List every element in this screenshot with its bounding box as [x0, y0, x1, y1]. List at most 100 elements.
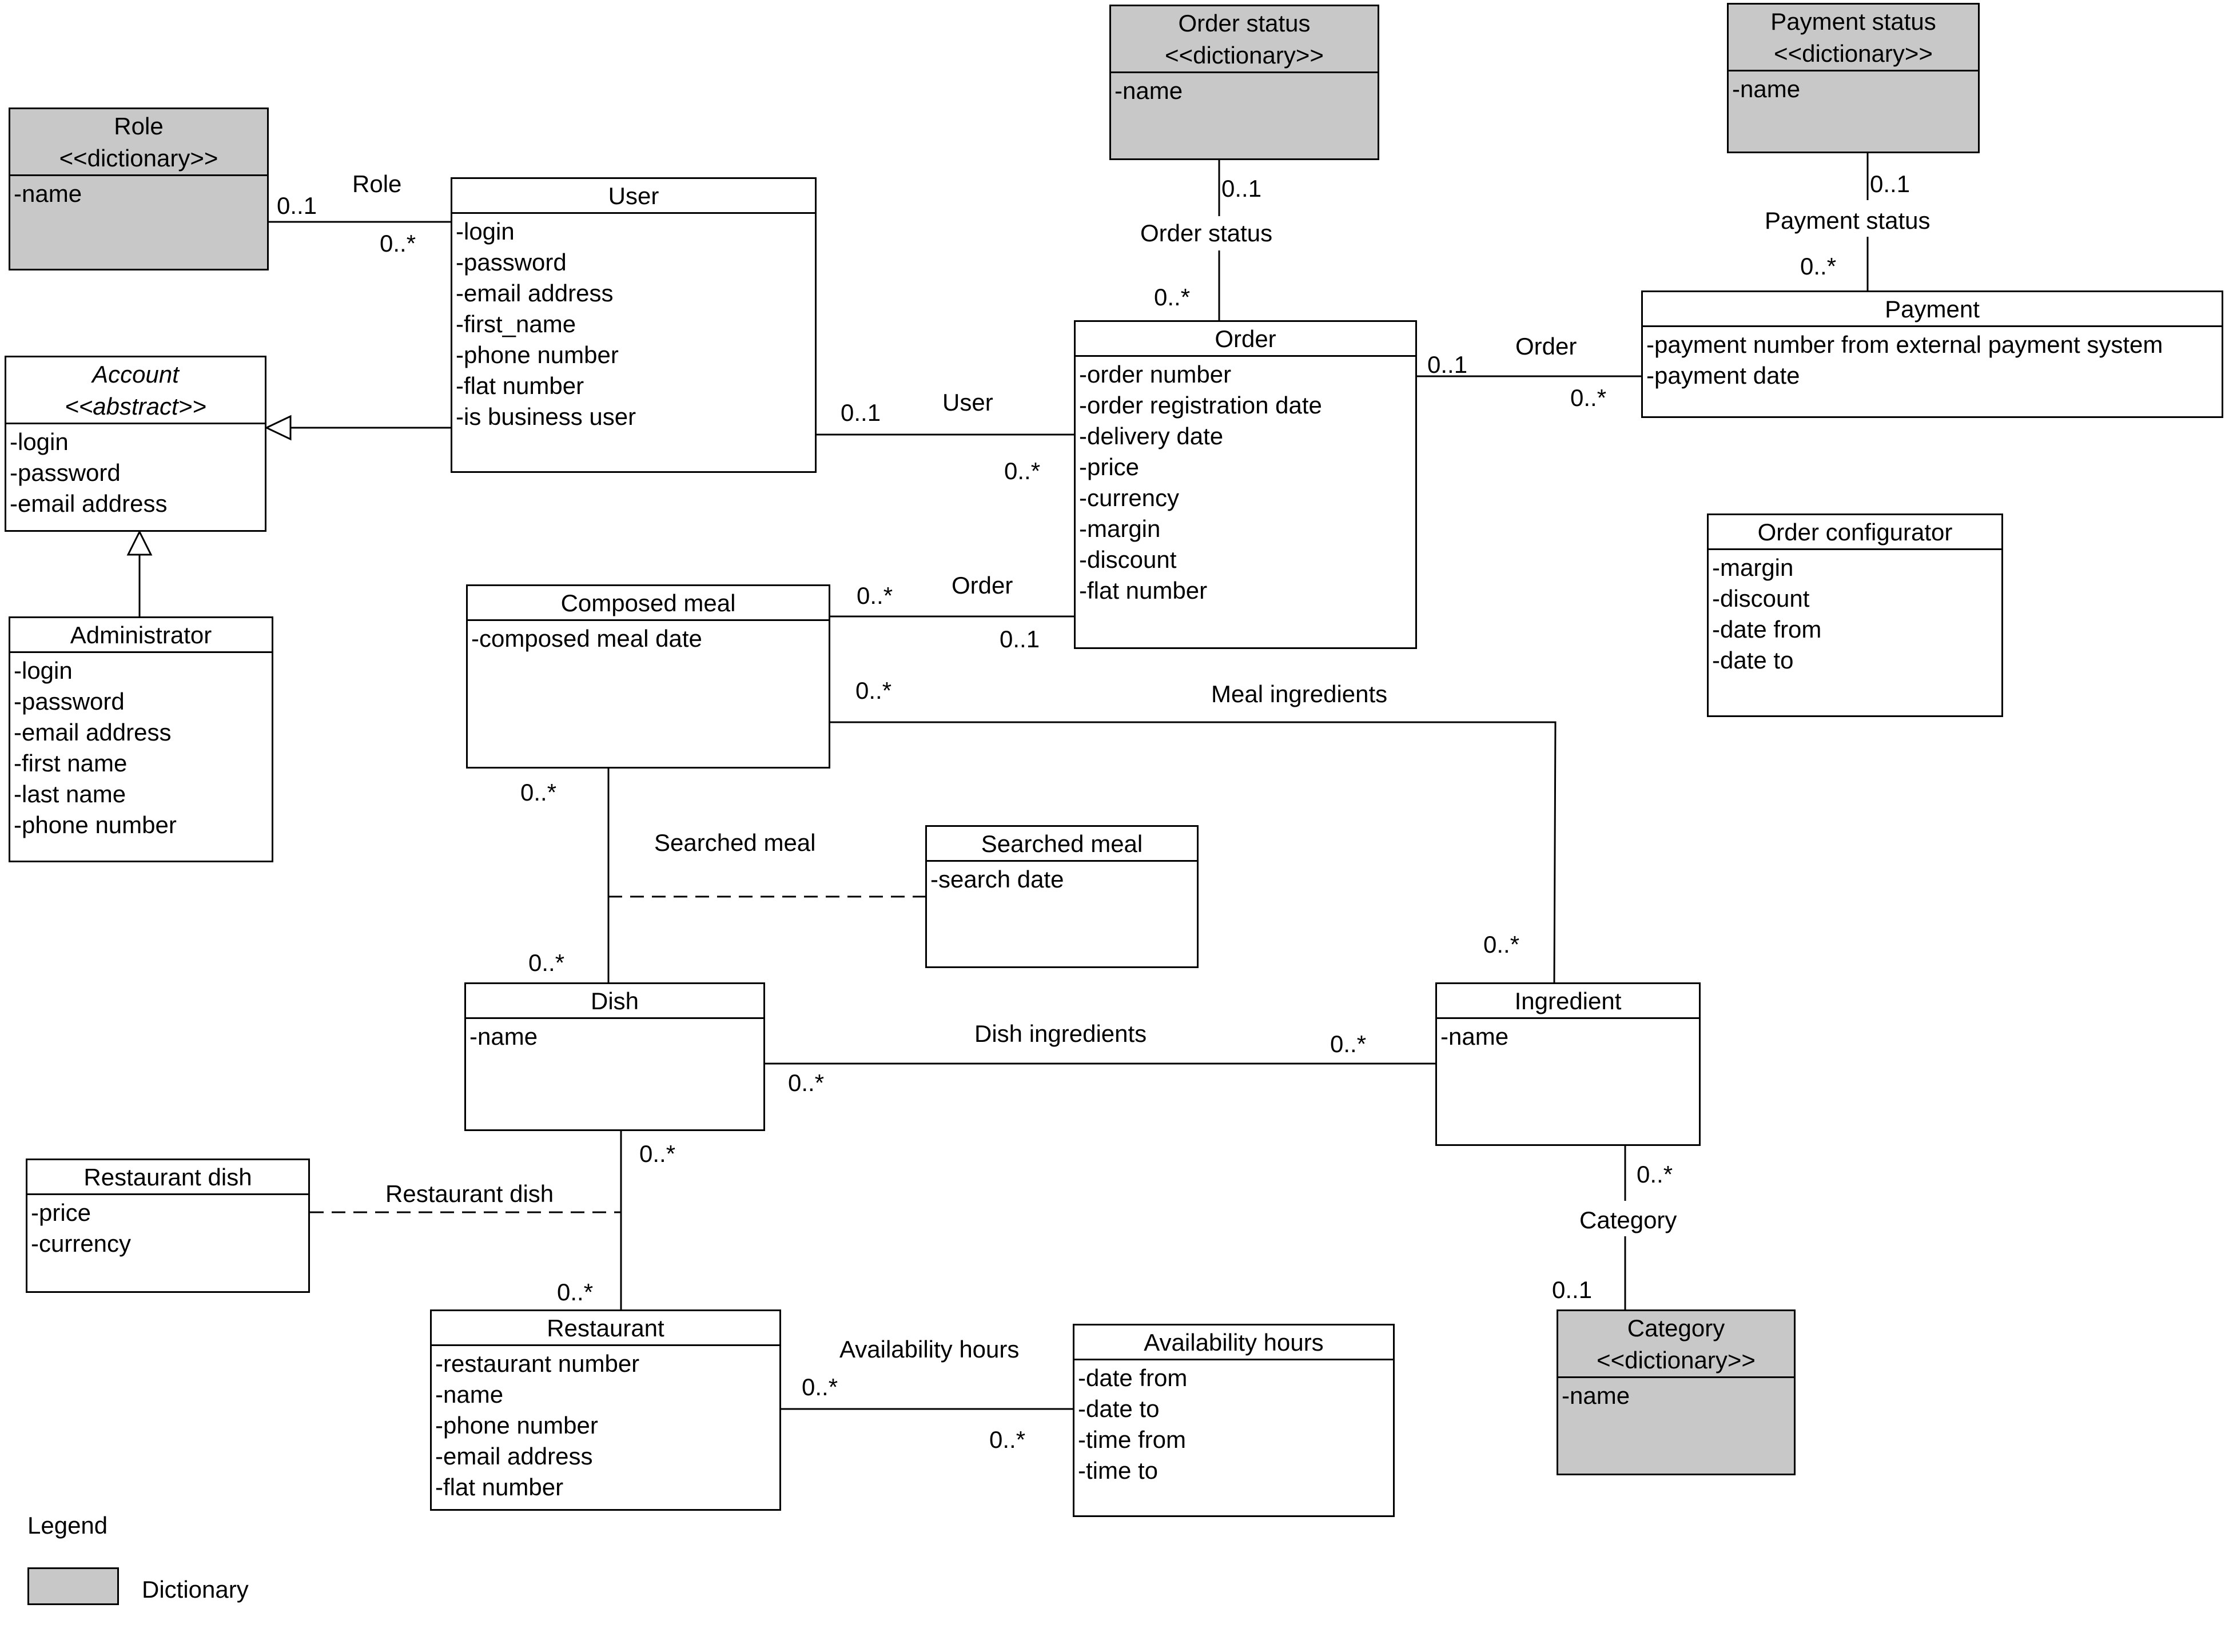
attribute: -first_name: [456, 311, 576, 337]
class-name: Composed meal: [560, 590, 736, 616]
stereotype: <<abstract>>: [65, 393, 206, 420]
attribute: -email address: [14, 719, 172, 746]
class-name: Administrator: [70, 622, 212, 648]
class-dish: Dish -name: [464, 982, 765, 1131]
attribute: -email address: [456, 280, 614, 306]
attribute: -currency: [1079, 484, 1180, 511]
attribute: -login: [10, 428, 69, 455]
multiplicity-meal-order-order: 0..1: [1000, 626, 1040, 652]
attribute: -name: [1115, 77, 1183, 104]
attribute: -email address: [10, 490, 168, 517]
attribute: -password: [456, 249, 567, 276]
attribute: -password: [14, 688, 125, 715]
class-name: Searched meal: [981, 830, 1143, 857]
class-name: Availability hours: [1144, 1329, 1324, 1356]
attribute: -delivery date: [1079, 423, 1224, 449]
attribute: -price: [1079, 453, 1140, 480]
class-name: Payment status: [1770, 8, 1936, 35]
attribute: -name: [1562, 1382, 1630, 1409]
multiplicity-user-order-order: 0..*: [1004, 457, 1041, 484]
class-order-configurator: Order configurator -margin -discount -da…: [1707, 513, 2003, 717]
class-name: User: [608, 182, 659, 209]
assoc-label-meal-ingredients: Meal ingredients: [1211, 680, 1388, 707]
attribute: -flat number: [456, 372, 584, 399]
line-meal-ingredients: [830, 721, 1557, 983]
attribute: -flat number: [435, 1474, 564, 1500]
attribute: -phone number: [14, 811, 177, 838]
attribute: -order number: [1079, 361, 1232, 388]
class-user: User -login -password -email address -fi…: [451, 177, 817, 473]
class-order-status: Order status <<dictionary>> -name: [1109, 5, 1379, 160]
attribute: -search date: [930, 866, 1064, 893]
attribute: -time to: [1078, 1457, 1159, 1484]
class-payment: Payment -payment number from external pa…: [1641, 290, 2223, 418]
attribute: -name: [14, 180, 82, 207]
assoc-label-restaurant-dish: Restaurant dish: [385, 1180, 554, 1207]
multiplicity-meal-ingredients-ingredient: 0..*: [1483, 931, 1520, 958]
class-name: Order: [1215, 325, 1276, 352]
multiplicity-orderstatus-status: 0..1: [1221, 175, 1262, 202]
legend-dictionary-label: Dictionary: [142, 1576, 249, 1603]
attribute: -date from: [1078, 1364, 1188, 1391]
attribute-list: -login -password -email address -first n…: [10, 653, 272, 841]
assoc-label-dish-ingredients: Dish ingredients: [974, 1020, 1147, 1047]
attribute-list: -name: [466, 1019, 763, 1052]
multiplicity-dish-ingredients-dish: 0..*: [788, 1069, 825, 1096]
attribute-list: -restaurant number -name -phone number -…: [432, 1346, 779, 1503]
multiplicity-paymentstatus-payment: 0..*: [1800, 253, 1837, 280]
stereotype: <<dictionary>>: [59, 145, 218, 172]
attribute: -is business user: [456, 403, 636, 430]
assoc-label-searched-meal: Searched meal: [654, 829, 816, 856]
attribute: -password: [10, 459, 121, 486]
attribute: -login: [14, 657, 73, 684]
assoc-label-user: User: [942, 389, 993, 416]
attribute: -phone number: [456, 341, 619, 368]
attribute-list: -login -password -email address -first_n…: [452, 214, 815, 432]
class-name: Payment: [1885, 296, 1980, 323]
attribute: -email address: [435, 1443, 593, 1470]
attribute: -payment date: [1646, 362, 1800, 389]
assoc-label-order-payment: Order: [1515, 333, 1577, 360]
class-restaurant: Restaurant -restaurant number -name -pho…: [430, 1309, 781, 1511]
multiplicity-role-end: 0..1: [277, 192, 317, 219]
class-account: Account <<abstract>> -login -password -em…: [5, 356, 266, 532]
generalization-arrow-user-account: [264, 415, 292, 441]
attribute: -name: [1440, 1023, 1509, 1050]
multiplicity-order-payment-payment: 0..*: [1570, 384, 1607, 411]
multiplicity-meal-ingredients-meal: 0..*: [855, 677, 892, 704]
class-restaurant-dish: Restaurant dish -price -currency: [26, 1159, 310, 1293]
class-name: Restaurant dish: [83, 1164, 252, 1191]
attribute: -flat number: [1079, 577, 1208, 604]
class-name: Ingredient: [1514, 988, 1622, 1014]
attribute-list: -order number -order registration date -…: [1076, 357, 1415, 606]
class-administrator: Administrator -login -password -email ad…: [9, 616, 273, 862]
assoc-label-meal-order: Order: [952, 572, 1013, 599]
attribute: -time from: [1078, 1426, 1186, 1453]
assoc-label-role: Role: [352, 170, 402, 197]
class-name: Dish: [590, 988, 639, 1014]
attribute-list: -price -currency: [27, 1195, 308, 1259]
attribute: -price: [31, 1199, 91, 1226]
legend-dictionary-swatch: [27, 1567, 119, 1605]
attribute: -discount: [1079, 546, 1177, 573]
attribute: -first name: [14, 750, 128, 777]
class-role: Role <<dictionary>> -name: [9, 108, 269, 270]
attribute-list: -margin -discount -date from -date to: [1709, 550, 2001, 676]
class-name: Role: [114, 113, 164, 140]
class-name: Order status: [1178, 10, 1311, 37]
assoc-label-payment-status: Payment status: [1765, 207, 1931, 234]
stereotype: <<dictionary>>: [1165, 42, 1324, 69]
attribute: -date to: [1712, 647, 1794, 674]
assoc-label-availability-hours: Availability hours: [839, 1336, 1020, 1363]
class-name: Account: [92, 361, 179, 388]
attribute-list: -name: [1729, 71, 1978, 105]
attribute: -login: [456, 218, 515, 245]
multiplicity-availability-restaurant: 0..*: [802, 1374, 838, 1400]
legend-title: Legend: [27, 1512, 108, 1539]
attribute: -discount: [1712, 585, 1810, 612]
class-composed-meal: Composed meal -composed meal date: [466, 584, 830, 769]
assoc-label-order-status: Order status: [1140, 220, 1273, 246]
attribute: -name: [435, 1381, 504, 1408]
